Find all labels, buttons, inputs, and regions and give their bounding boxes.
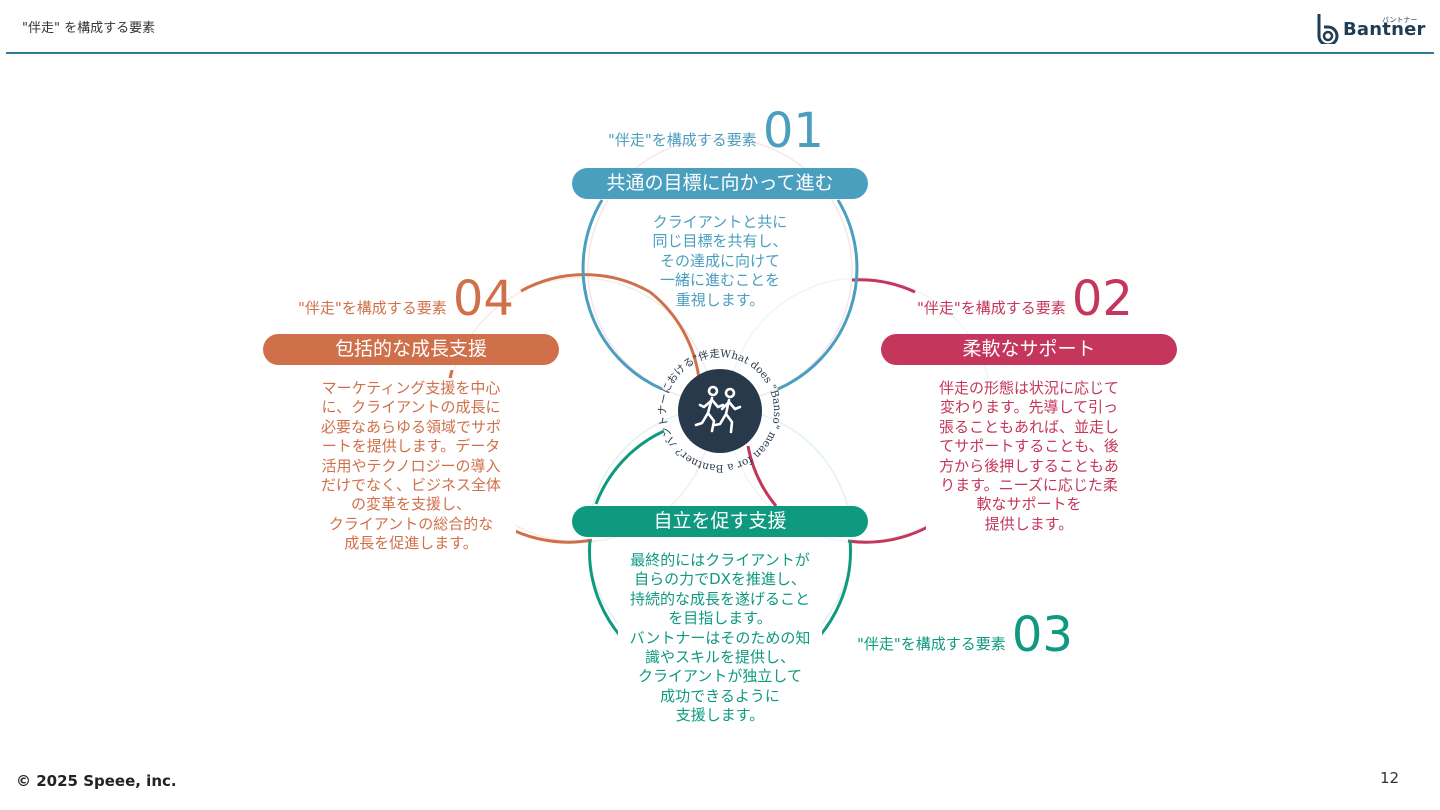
description-line: 提供します。 <box>984 514 1074 533</box>
element-04-label: "伴走"を構成する要素 04 <box>298 274 514 324</box>
description-line: 持続的な成長を遂げること <box>629 589 810 608</box>
description-line: 自らの力でDXを推進し、 <box>634 570 806 589</box>
header-divider <box>6 52 1434 54</box>
description-line: 最終的にはクライアントが <box>630 551 810 569</box>
description-line: バントナーはそのための知 <box>629 628 811 647</box>
description-line: 支援します。 <box>675 706 765 725</box>
description-line: 同じ目標を共有し、 <box>652 232 788 251</box>
description-line: 張ることもあれば、並走し <box>938 417 1119 436</box>
element-label-text: "伴走"を構成する要素 <box>917 299 1066 317</box>
element-number: 04 <box>452 271 514 327</box>
element-01-title: 共通の目標に向かって進む <box>572 168 868 199</box>
element-03-description: 最終的にはクライアントが 自らの力でDXを推進し、 持続的な成長を遂げること を… <box>618 551 822 726</box>
element-02-description: 伴走の形態は状況に応じて 変わります。先導して引っ 張ることもあれば、並走し て… <box>926 379 1132 535</box>
description-line: 伴走の形態は状況に応じて <box>938 379 1119 397</box>
element-04-title: 包括的な成長支援 <box>263 334 559 365</box>
element-04-arc <box>520 273 651 294</box>
center-circle <box>678 369 762 453</box>
description-line: 成功できるように <box>660 686 780 705</box>
description-line: 軟なサポートを <box>976 495 1082 514</box>
description-line: その達成に向けて <box>659 251 780 270</box>
element-01-description: クライアントと共に 同じ目標を共有し、 その達成に向けて 一緒に進むことを 重視… <box>632 213 808 310</box>
description-line: 一緒に進むことを <box>659 271 780 290</box>
description-line: 重視します。 <box>675 290 765 309</box>
logo-kana: バントナー <box>1382 16 1418 24</box>
logo-text: Bantner <box>1343 19 1426 40</box>
element-number: 03 <box>1011 607 1073 663</box>
description-line: クライアントの総合的な <box>328 514 494 533</box>
element-01-label: "伴走"を構成する要素 01 <box>608 106 824 156</box>
element-label-text: "伴走"を構成する要素 <box>608 131 757 149</box>
element-02-label: "伴走"を構成する要素 02 <box>917 274 1133 324</box>
description-line: ートを提供します。データ <box>321 437 501 456</box>
description-line: の変革を支援し、 <box>350 495 471 514</box>
logo-mark-icon <box>1317 14 1339 44</box>
description-line: てサポートすることも、後 <box>939 437 1119 456</box>
element-02-title: 柔軟なサポート <box>881 334 1177 365</box>
element-label-text: "伴走"を構成する要素 <box>298 299 447 317</box>
description-line: クライアントが独立して <box>638 667 802 686</box>
description-line: だけでなく、ビジネス全体 <box>320 476 501 495</box>
description-line: 変わります。先導して引っ <box>939 398 1119 417</box>
element-number: 02 <box>1071 271 1133 327</box>
description-line: ります。ニーズに応じた柔 <box>940 476 1118 495</box>
element-03-arc <box>594 429 665 505</box>
element-04-description: マーケティング支援を中心 に、クライアントの成長に 必要なあらゆる領域でサポ ー… <box>306 379 516 554</box>
element-01-arc <box>581 199 663 391</box>
description-line: を目指します。 <box>668 609 772 628</box>
page-number: 12 <box>1380 769 1400 787</box>
element-number: 01 <box>762 103 824 159</box>
description-line: 活用やテクノロジーの導入 <box>321 456 501 475</box>
description-line: 識やスキルを提供し、 <box>644 648 795 667</box>
bantner-logo <box>1317 14 1339 44</box>
description-line: に、クライアントの成長に <box>321 398 501 417</box>
description-line: クライアントと共に <box>652 213 788 231</box>
page-title: "伴走" を構成する要素 <box>22 21 156 36</box>
copyright: © 2025 Speee, inc. <box>16 772 177 790</box>
element-03-label: "伴走"を構成する要素 03 <box>857 610 1073 660</box>
element-label-text: "伴走"を構成する要素 <box>857 635 1006 653</box>
description-line: マーケティング支援を中心 <box>321 379 501 397</box>
element-03-title: 自立を促す支援 <box>572 506 868 537</box>
description-line: 方から後押しすることもあ <box>939 456 1119 475</box>
description-line: 必要なあらゆる領域でサポ <box>320 417 501 436</box>
two-runners-icon <box>694 385 742 434</box>
description-line: 成長を促進します。 <box>344 534 478 553</box>
